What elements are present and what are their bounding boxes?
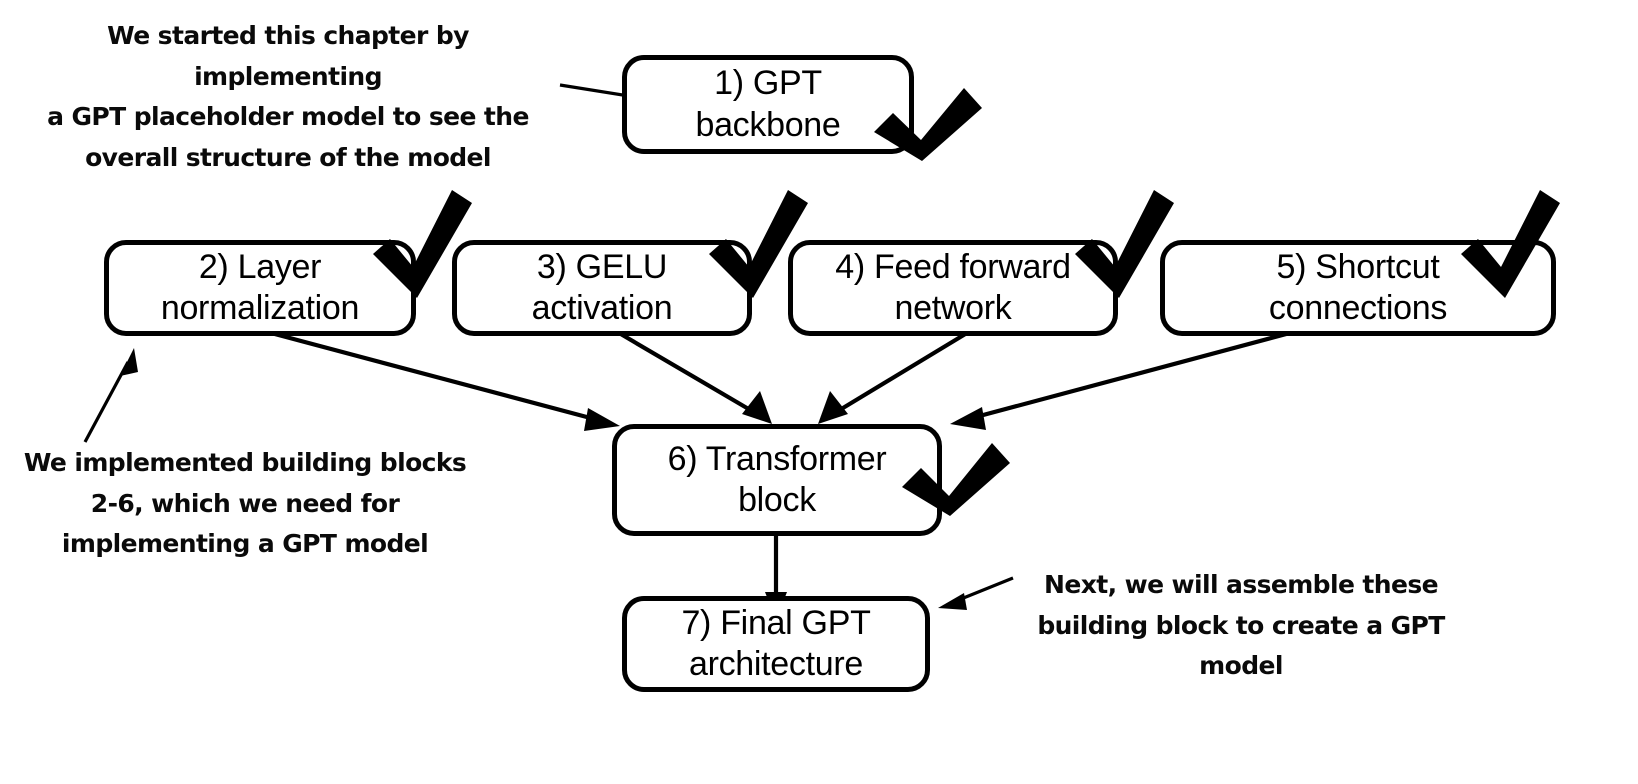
arrow-note2-to-layer-norm (83, 348, 138, 443)
node-feed-forward-network[interactable]: 4) Feed forward network (788, 240, 1118, 336)
node-gelu-activation[interactable]: 3) GELU activation (452, 240, 752, 336)
node-shortcut-connections[interactable]: 5) Shortcut connections (1160, 240, 1556, 336)
annotation-building-blocks: We implemented building blocks 2-6, whic… (10, 443, 480, 565)
annotation-assemble-next-line1: Next, we will assemble these (1044, 570, 1439, 599)
node-transformer-block-line2: block (738, 481, 816, 519)
annotation-building-blocks-line3: implementing a GPT model (61, 529, 429, 558)
node-transformer-block[interactable]: 6) Transformer block (612, 424, 942, 536)
node-feed-forward-network-line1: 4) Feed forward (835, 247, 1071, 286)
arrow-gelu-to-transformer (617, 331, 772, 424)
annotation-gpt-placeholder-line2: a GPT placeholder model to see the (47, 102, 529, 131)
annotation-assemble-next-line2: building block to create a GPT (1037, 610, 1445, 640)
node-transformer-block-line1: 6) Transformer (667, 439, 887, 478)
arrow-shortcut-to-transformer (950, 330, 1291, 430)
node-final-gpt-architecture[interactable]: 7) Final GPT architecture (622, 596, 930, 692)
node-gelu-activation-line2: activation (531, 289, 673, 327)
node-layer-normalization-line2: normalization (160, 289, 360, 327)
annotation-assemble-next-line3: model (1199, 651, 1283, 680)
node-gpt-backbone-line1: 1) GPT (714, 64, 822, 103)
node-final-gpt-architecture-line1: 7) Final GPT (681, 603, 871, 642)
annotation-gpt-placeholder: We started this chapter by implementing … (10, 16, 566, 178)
annotation-building-blocks-line2: 2-6, which we need for (90, 488, 400, 518)
node-layer-normalization-line1: 2) Layer (198, 247, 322, 286)
arrow-feedforward-to-transformer (818, 331, 969, 424)
node-layer-normalization[interactable]: 2) Layer normalization (104, 240, 416, 336)
node-shortcut-connections-line1: 5) Shortcut (1276, 247, 1440, 286)
annotation-gpt-placeholder-line1: We started this chapter by implementing (107, 21, 469, 91)
node-feed-forward-network-line2: network (894, 289, 1012, 327)
annotation-assemble-next: Next, we will assemble these building bl… (1016, 565, 1466, 687)
node-shortcut-connections-line2: connections (1268, 289, 1448, 327)
annotation-gpt-placeholder-line3: overall structure of the model (85, 142, 491, 172)
arrow-note3-to-final-gpt (938, 576, 1014, 610)
annotation-building-blocks-line1: We implemented building blocks (23, 448, 467, 477)
node-gpt-backbone[interactable]: 1) GPT backbone (622, 55, 914, 154)
node-gpt-backbone-line2: backbone (695, 105, 841, 144)
node-final-gpt-architecture-line2: architecture (688, 645, 864, 683)
arrow-layer-norm-to-transformer (270, 330, 620, 431)
node-gelu-activation-line1: 3) GELU (536, 247, 668, 286)
